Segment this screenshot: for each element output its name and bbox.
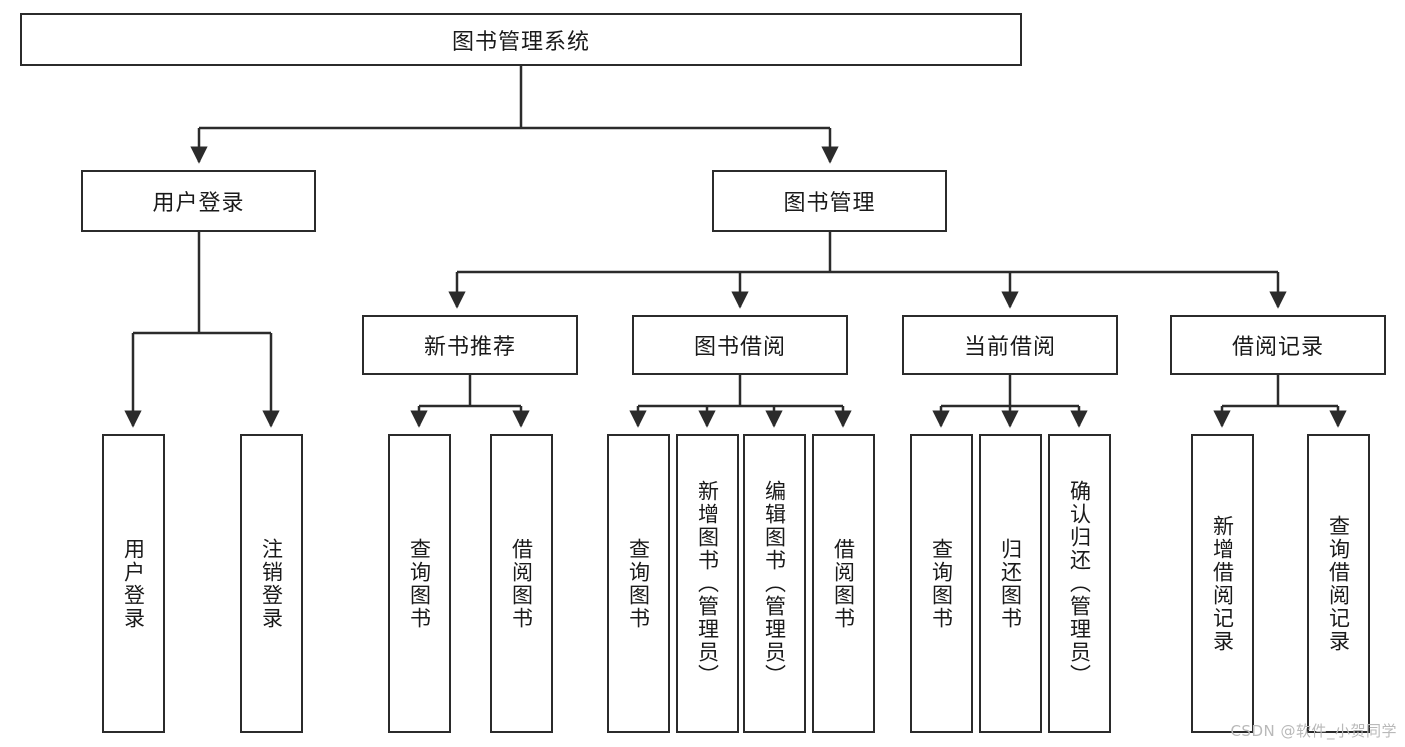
node-borrow-record[interactable]: 借阅记录: [1170, 315, 1386, 375]
node-leaf-borrow-book-2[interactable]: 借阅图书: [812, 434, 875, 733]
node-label: 新书推荐: [423, 335, 516, 360]
node-label: 编辑图书（管理员）: [762, 480, 787, 687]
node-label: 注销登录: [259, 537, 284, 630]
node-label: 新增借阅记录: [1210, 514, 1235, 653]
node-leaf-query-book-1[interactable]: 查询图书: [388, 434, 451, 733]
node-leaf-logout[interactable]: 注销登录: [240, 434, 303, 733]
node-label: 借阅图书: [831, 537, 856, 630]
node-label: 图书管理: [783, 191, 876, 216]
node-label: 借阅图书: [509, 537, 534, 630]
node-leaf-add-book[interactable]: 新增图书（管理员）: [676, 434, 739, 733]
node-leaf-query-book-3[interactable]: 查询图书: [910, 434, 973, 733]
csdn-watermark: CSDN @软件_小贺同学: [1230, 722, 1397, 740]
node-label: 查询图书: [929, 537, 954, 630]
node-book-borrow[interactable]: 图书借阅: [632, 315, 848, 375]
node-label: 确认归还（管理员）: [1067, 480, 1092, 687]
node-current-borrow[interactable]: 当前借阅: [902, 315, 1118, 375]
node-label: 借阅记录: [1231, 335, 1324, 360]
node-label: 查询借阅记录: [1326, 514, 1351, 653]
node-book-management-system[interactable]: 图书管理系统: [20, 13, 1022, 66]
node-leaf-borrow-book-1[interactable]: 借阅图书: [490, 434, 553, 733]
node-label: 查询图书: [407, 537, 432, 630]
node-user-login[interactable]: 用户登录: [81, 170, 316, 232]
node-label: 查询图书: [626, 537, 651, 630]
node-label: 当前借阅: [963, 335, 1056, 360]
node-new-book-recommend[interactable]: 新书推荐: [362, 315, 578, 375]
node-leaf-query-book-2[interactable]: 查询图书: [607, 434, 670, 733]
node-leaf-add-record[interactable]: 新增借阅记录: [1191, 434, 1254, 733]
node-leaf-query-record[interactable]: 查询借阅记录: [1307, 434, 1370, 733]
node-leaf-edit-book[interactable]: 编辑图书（管理员）: [743, 434, 806, 733]
node-leaf-return-book[interactable]: 归还图书: [979, 434, 1042, 733]
node-book-management[interactable]: 图书管理: [712, 170, 947, 232]
node-label: 图书管理系统: [451, 29, 590, 55]
node-label: 新增图书（管理员）: [695, 480, 720, 687]
node-leaf-confirm-return[interactable]: 确认归还（管理员）: [1048, 434, 1111, 733]
node-label: 归还图书: [998, 537, 1023, 630]
node-label: 图书借阅: [693, 335, 786, 360]
node-label: 用户登录: [152, 191, 245, 216]
node-leaf-user-login[interactable]: 用户登录: [102, 434, 165, 733]
node-label: 用户登录: [121, 537, 146, 630]
